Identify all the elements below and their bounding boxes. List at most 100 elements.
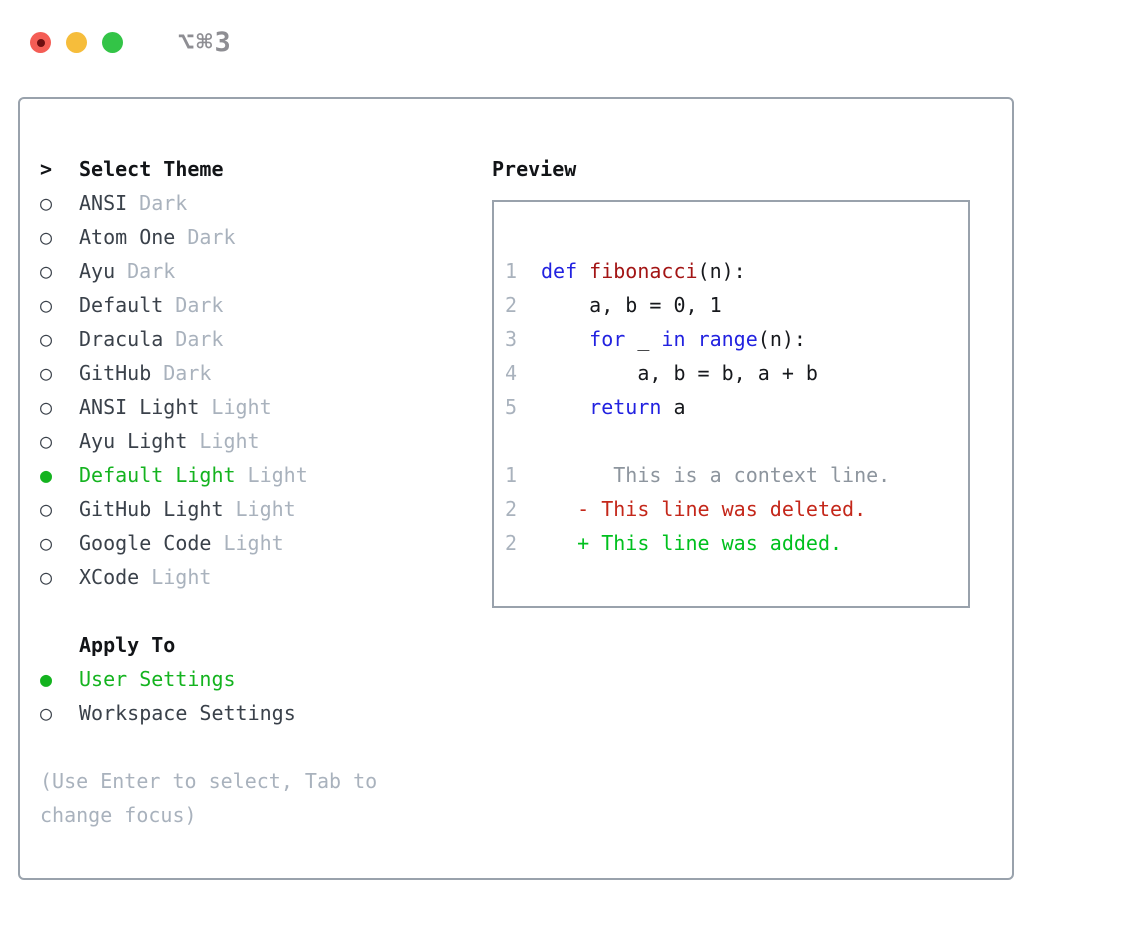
theme-variant-tag: Dark	[139, 191, 188, 215]
theme-variant-tag: Light	[151, 565, 212, 589]
theme-variant-tag: Light	[199, 429, 260, 453]
theme-variant-tag: Dark	[163, 361, 212, 385]
theme-variant-tag: Dark	[127, 259, 176, 283]
theme-list-title: Select Theme	[79, 157, 224, 181]
plain-token: a, b = 0, 1	[541, 293, 722, 317]
code-line: 4 a, b = b, a + b	[505, 356, 958, 390]
prompt-arrow-icon: >	[40, 157, 53, 181]
theme-list-header: > Select Theme	[40, 152, 492, 186]
close-button[interactable]	[30, 32, 51, 53]
plain-token: (n):	[757, 327, 806, 351]
theme-name: Default Light	[79, 463, 236, 487]
theme-item-ayu-light[interactable]: ○ Ayu Light Light	[40, 424, 492, 458]
theme-item-github-dark[interactable]: ○ GitHub Dark	[40, 356, 492, 390]
theme-list: > Select Theme ○ ANSI Dark ○ Atom One Da…	[40, 152, 492, 878]
plain-token: _	[625, 327, 662, 351]
theme-name: Google Code	[79, 531, 212, 555]
apply-option-user-settings[interactable]: ● User Settings	[40, 662, 492, 696]
plain-token	[541, 395, 589, 419]
plain-token	[577, 259, 589, 283]
theme-item-default-dark[interactable]: ○ Default Dark	[40, 288, 492, 322]
theme-name: GitHub Light	[79, 497, 224, 521]
plain-token	[686, 327, 698, 351]
diff-deleted-text: - This line was deleted.	[541, 497, 867, 521]
theme-variant-tag: Light	[211, 395, 272, 419]
preview-title: Preview	[492, 157, 577, 181]
theme-item-xcode[interactable]: ○ XCode Light	[40, 560, 492, 594]
radio-unselected-icon: ○	[40, 361, 53, 385]
line-number: 2	[505, 531, 518, 555]
theme-item-default-light[interactable]: ● Default Light Light	[40, 458, 492, 492]
keyword-token: return	[589, 395, 662, 419]
radio-selected-icon: ●	[40, 667, 53, 691]
apply-option-label: User Settings	[79, 667, 236, 691]
keyword-token: def	[541, 259, 578, 283]
keyboard-shortcut-label: ⌥⌘3	[178, 27, 233, 58]
theme-name: ANSI	[79, 191, 128, 215]
line-number: 1	[505, 259, 518, 283]
keyword-token: in	[661, 327, 686, 351]
radio-unselected-icon: ○	[40, 497, 53, 521]
plain-token	[541, 327, 589, 351]
plain-token: a	[661, 395, 686, 419]
diff-added-text: + This line was added.	[541, 531, 843, 555]
zoom-button[interactable]	[102, 32, 123, 53]
theme-name: Ayu	[79, 259, 116, 283]
keyboard-hint-text: (Use Enter to select, Tab to change focu…	[40, 769, 378, 827]
diff-deleted-line: 2 - This line was deleted.	[505, 492, 958, 526]
radio-unselected-icon: ○	[40, 259, 53, 283]
theme-item-atom-one-dark[interactable]: ○ Atom One Dark	[40, 220, 492, 254]
theme-variant-tag: Dark	[175, 293, 224, 317]
window-titlebar: ⌥⌘3	[30, 27, 233, 58]
apply-to-section: Apply To ● User Settings ○ Workspace Set…	[40, 628, 492, 730]
diff-context-text: This is a context line.	[541, 463, 891, 487]
radio-selected-icon: ●	[40, 463, 53, 487]
radio-unselected-icon: ○	[40, 565, 53, 589]
minimize-button[interactable]	[66, 32, 87, 53]
theme-name: XCode	[79, 565, 140, 589]
theme-name: Dracula	[79, 327, 164, 351]
preview-section: Preview 1 def fibonacci (n): 2 a, b = 0,…	[492, 152, 988, 878]
line-number: 2	[505, 293, 518, 317]
theme-variant-tag: Dark	[187, 225, 236, 249]
radio-unselected-icon: ○	[40, 327, 53, 351]
radio-unselected-icon: ○	[40, 395, 53, 419]
line-number: 4	[505, 361, 518, 385]
theme-variant-tag: Dark	[175, 327, 224, 351]
theme-item-google-code[interactable]: ○ Google Code Light	[40, 526, 492, 560]
line-number: 5	[505, 395, 518, 419]
apply-option-label: Workspace Settings	[79, 701, 296, 725]
theme-variant-tag: Light	[247, 463, 308, 487]
radio-unselected-icon: ○	[40, 191, 53, 215]
line-number: 1	[505, 463, 518, 487]
theme-item-ansi-light[interactable]: ○ ANSI Light Light	[40, 390, 492, 424]
code-line: 1 def fibonacci (n):	[505, 254, 958, 288]
apply-to-title: Apply To	[79, 633, 176, 657]
theme-selector-panel: > Select Theme ○ ANSI Dark ○ Atom One Da…	[18, 97, 1014, 880]
builtin-token: range	[697, 327, 758, 351]
line-number: 2	[505, 497, 518, 521]
apply-option-workspace-settings[interactable]: ○ Workspace Settings	[40, 696, 492, 730]
code-line: 2 a, b = 0, 1	[505, 288, 958, 322]
theme-name: ANSI Light	[79, 395, 200, 419]
function-token: fibonacci	[589, 259, 698, 283]
record-dot-icon	[36, 38, 45, 47]
theme-item-github-light[interactable]: ○ GitHub Light Light	[40, 492, 492, 526]
theme-variant-tag: Light	[223, 531, 284, 555]
plain-token: (n):	[697, 259, 746, 283]
theme-name: Default	[79, 293, 164, 317]
radio-unselected-icon: ○	[40, 531, 53, 555]
diff-context-line: 1 This is a context line.	[505, 458, 958, 492]
theme-item-dracula-dark[interactable]: ○ Dracula Dark	[40, 322, 492, 356]
theme-name: Atom One	[79, 225, 176, 249]
plain-token: a, b = b, a + b	[541, 361, 818, 385]
line-number: 3	[505, 327, 518, 351]
theme-item-ansi-dark[interactable]: ○ ANSI Dark	[40, 186, 492, 220]
radio-unselected-icon: ○	[40, 293, 53, 317]
radio-unselected-icon: ○	[40, 225, 53, 249]
blank-line	[505, 424, 958, 458]
theme-item-ayu-dark[interactable]: ○ Ayu Dark	[40, 254, 492, 288]
code-line: 5 return a	[505, 390, 958, 424]
theme-name: GitHub	[79, 361, 152, 385]
